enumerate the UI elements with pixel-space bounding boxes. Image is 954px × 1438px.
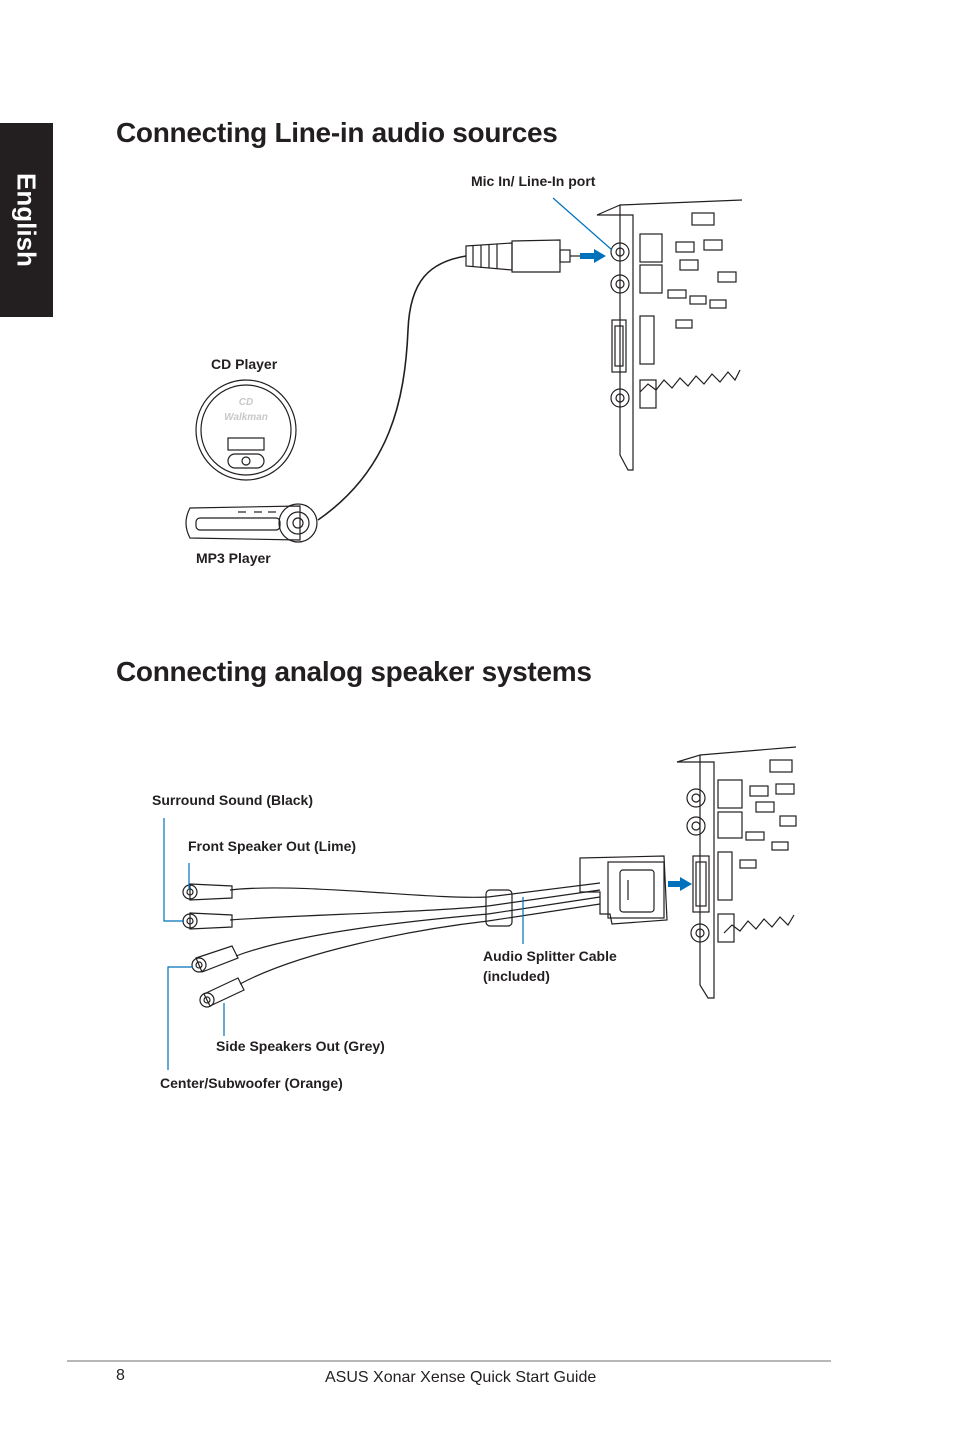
guide-title: ASUS Xonar Xense Quick Start Guide (325, 1369, 597, 1386)
mp3-player (185, 505, 301, 541)
cd-logo: CD Walkman (224, 397, 268, 423)
line-in-diagram: CD Walkman (185, 197, 743, 543)
speaker-diagram (163, 746, 797, 1070)
callout-center (167, 966, 193, 1070)
jack-surround (182, 883, 233, 901)
cd-player (195, 379, 297, 481)
splitter-label-line2: (included) (483, 968, 550, 984)
callout-surround (163, 818, 184, 922)
callout-arrow (668, 877, 692, 891)
mic-in-label: Mic In/ Line-In port (471, 173, 596, 189)
section-title-speakers: Connecting analog speaker systems (116, 656, 592, 687)
front-label: Front Speaker Out (Lime) (188, 838, 357, 854)
card-pcb (619, 199, 743, 393)
jack-side (199, 977, 245, 1008)
splitter-bundle (487, 882, 601, 922)
cd-logo-line1: CD (239, 397, 253, 408)
side-label: Side Speakers Out (Grey) (216, 1038, 385, 1054)
page-number: 8 (116, 1367, 125, 1384)
mic-in-callout (552, 197, 613, 263)
cd-player-label: CD Player (211, 356, 278, 372)
jack-center (191, 945, 239, 973)
splitter-label-line1: Audio Splitter Cable (483, 948, 617, 964)
center-label: Center/Subwoofer (Orange) (160, 1075, 343, 1091)
audio-cable (317, 255, 467, 521)
surround-label: Surround Sound (Black) (152, 792, 313, 808)
section-title-line-in: Connecting Line-in audio sources (116, 117, 558, 148)
jack-front (182, 912, 233, 930)
language-tab: English (0, 123, 53, 317)
cd-logo-line2: Walkman (224, 412, 268, 423)
mp3-player-label: MP3 Player (196, 550, 271, 566)
footer-rule (67, 1360, 831, 1362)
